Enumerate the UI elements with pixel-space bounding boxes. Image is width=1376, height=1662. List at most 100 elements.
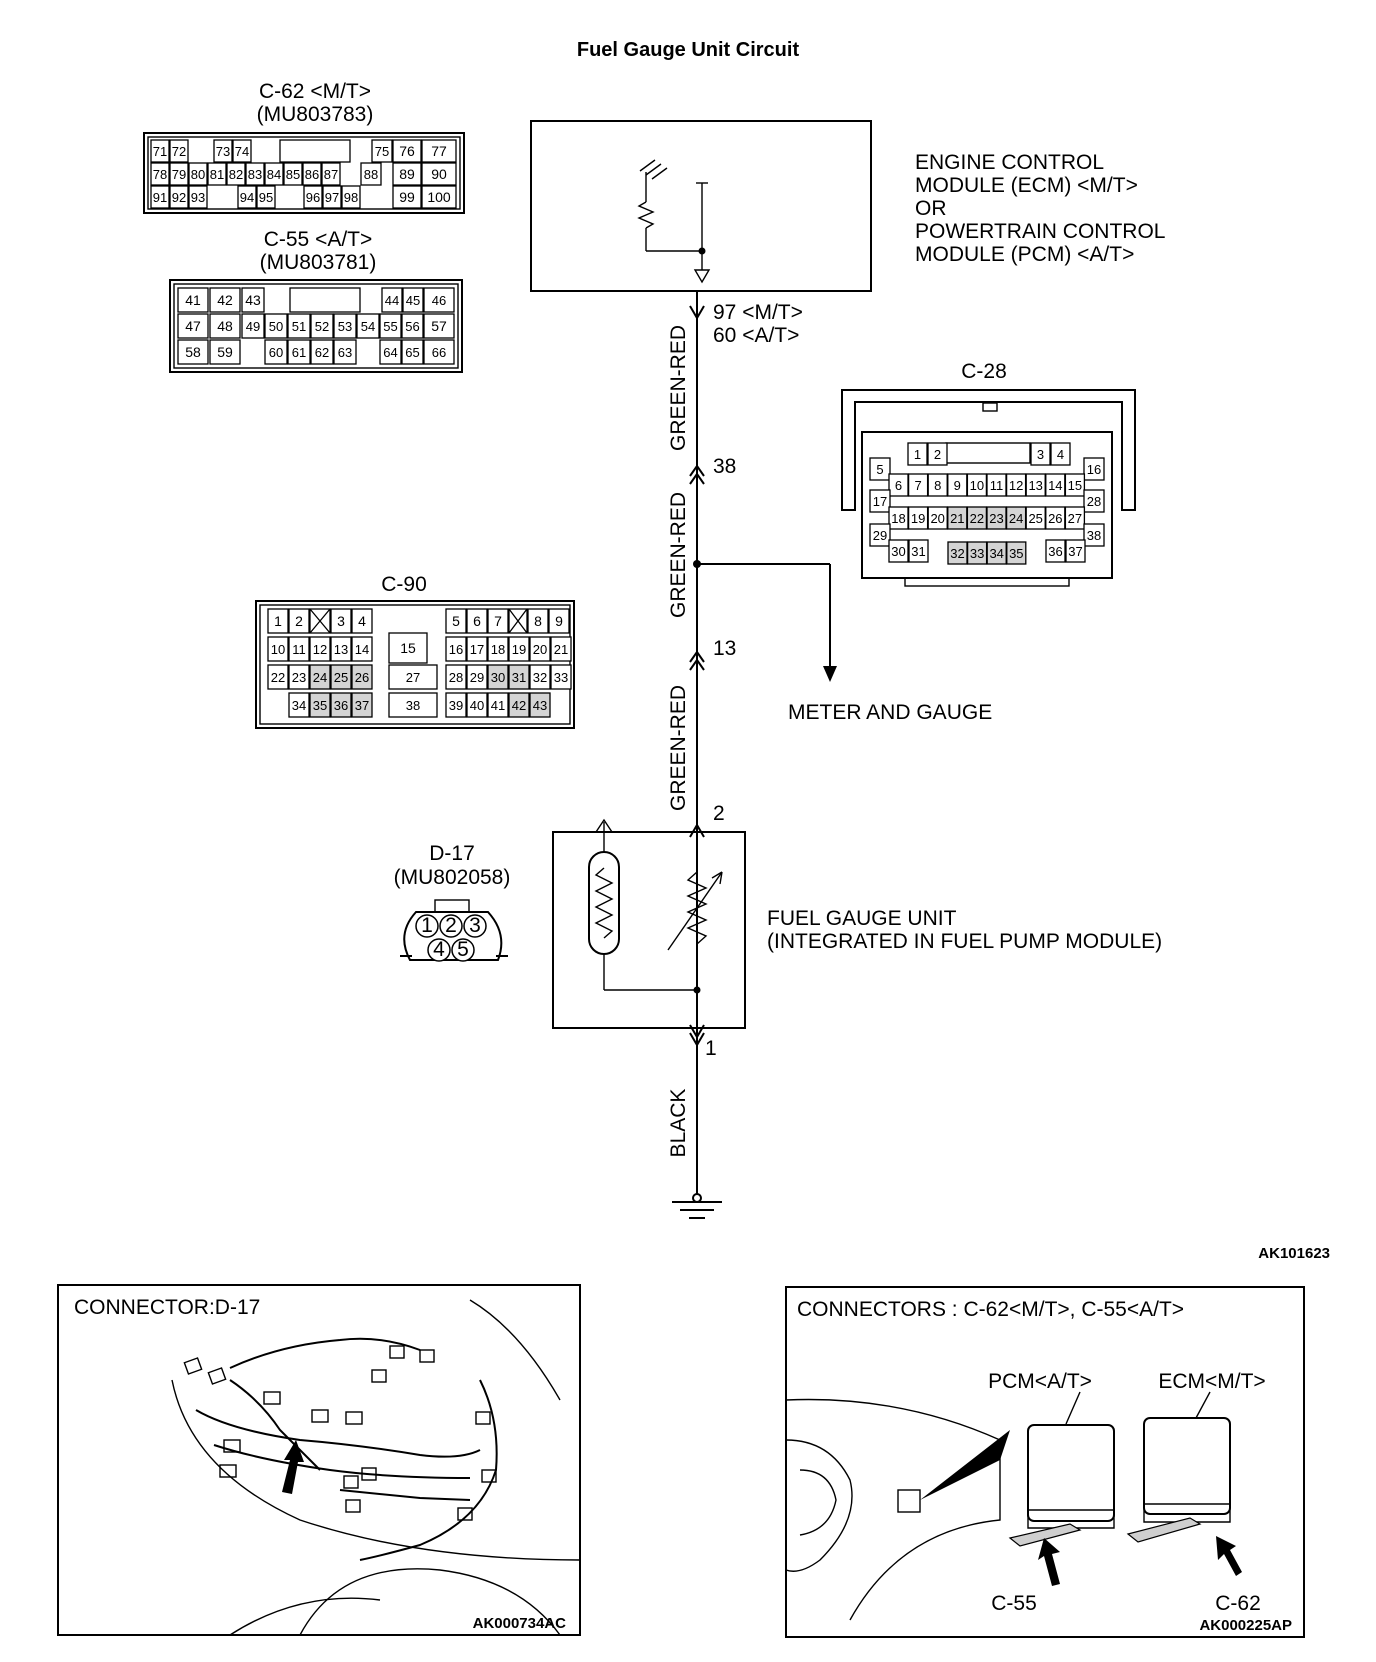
pin-label: 5 xyxy=(876,462,883,477)
location-panel-ecm-title: CONNECTORS : C-62<M/T>, C-55<A/T> xyxy=(797,1298,1184,1321)
ecm-label-line2: MODULE (ECM) <M/T> xyxy=(915,174,1138,197)
pin-label: 74 xyxy=(235,144,249,159)
pin-label: 35 xyxy=(1009,546,1023,561)
pin-label: 76 xyxy=(399,143,415,159)
pin-label: 13 xyxy=(1028,478,1042,493)
pin-cell xyxy=(379,339,402,365)
pin-label: 36 xyxy=(1048,544,1062,559)
pin-cell xyxy=(508,692,530,718)
pin-cell xyxy=(333,339,357,365)
pin-label: 78 xyxy=(153,167,167,182)
pin-label: 4 xyxy=(358,613,366,629)
pin-label: 42 xyxy=(512,698,526,713)
ecm-label-line4: POWERTRAIN CONTROL xyxy=(915,220,1165,243)
pin-cell xyxy=(241,313,265,339)
pin-cell xyxy=(1050,442,1071,466)
pin-cell xyxy=(1083,457,1105,481)
pin-cell xyxy=(487,664,509,690)
pin-label: 93 xyxy=(191,190,205,205)
c62-location-label: C-62 xyxy=(1215,1592,1261,1615)
pin-label: 98 xyxy=(344,190,358,205)
pin-label: 6 xyxy=(895,478,902,493)
pin-label: 87 xyxy=(324,167,338,182)
pin-label: 17 xyxy=(470,642,484,657)
pin-cell xyxy=(1045,539,1066,563)
pin-label: 65 xyxy=(405,345,419,360)
pin-cell xyxy=(330,664,352,690)
pin-cell xyxy=(392,162,422,186)
connector-d17-part: (MU802058) xyxy=(394,866,511,889)
pin-label: 81 xyxy=(210,167,224,182)
pin-cell xyxy=(177,313,209,339)
pin-cell xyxy=(241,287,265,313)
fuel-unit-label-line1: FUEL GAUGE UNIT xyxy=(767,907,957,930)
pin-label: 18 xyxy=(891,511,905,526)
pin-cell xyxy=(487,636,509,662)
pin-cell xyxy=(264,339,288,365)
pin-cell xyxy=(548,608,570,634)
pin-label: 11 xyxy=(990,478,1004,493)
pin-cell xyxy=(466,636,488,662)
pin-cell xyxy=(508,636,530,662)
location-panel-d17-title: CONNECTOR:D-17 xyxy=(74,1296,260,1319)
pin-cell xyxy=(421,162,457,186)
pin-label: 77 xyxy=(431,143,447,159)
pin-label: 33 xyxy=(970,546,984,561)
pin-label: 29 xyxy=(873,528,887,543)
wiring-harness xyxy=(195,1409,481,1458)
connector-c55-part: (MU803781) xyxy=(260,251,377,274)
pin-label: 7 xyxy=(494,613,502,629)
pin-cell xyxy=(309,636,331,662)
pin-cell xyxy=(869,457,891,481)
pin-cell xyxy=(237,185,257,209)
pin-cell xyxy=(177,287,209,313)
pin-label: 33 xyxy=(554,670,568,685)
ground-hatch-icon xyxy=(639,159,668,180)
pin-label: 37 xyxy=(355,698,369,713)
pin-cell xyxy=(177,339,209,365)
pin-label: 35 xyxy=(313,698,327,713)
location-arrow-icon xyxy=(282,1440,304,1494)
pin-cell xyxy=(529,692,551,718)
pin-label: 80 xyxy=(191,167,205,182)
pin-cell xyxy=(466,664,488,690)
pin-label: 10 xyxy=(271,642,285,657)
pin-label: 51 xyxy=(292,319,306,334)
pin-label: 72 xyxy=(172,144,186,159)
pin-label: 30 xyxy=(491,670,505,685)
pin-label: 66 xyxy=(432,345,446,360)
figure-id: AK101623 xyxy=(1258,1245,1330,1262)
pin-cell xyxy=(415,914,439,938)
pin-label: 29 xyxy=(470,670,484,685)
pin-cell xyxy=(529,636,551,662)
pin-label: 88 xyxy=(364,167,378,182)
pin-label: 100 xyxy=(427,189,451,205)
pin-label: 4 xyxy=(433,938,445,961)
pin-cell xyxy=(169,162,189,186)
cavity-blocked-icon xyxy=(309,608,331,634)
pin-cell xyxy=(150,139,170,163)
dashboard-outline xyxy=(785,1398,1001,1621)
pin-label: 1 xyxy=(914,447,921,462)
pin-cell xyxy=(381,287,403,313)
location-panel-d17-frame xyxy=(57,1284,581,1636)
pin-cell xyxy=(245,162,265,186)
pin-label: 7 xyxy=(914,478,921,493)
pin-38-junction-icon xyxy=(689,464,705,485)
pin-label: 53 xyxy=(338,319,352,334)
pin-label: 41 xyxy=(491,698,505,713)
pin-label: 6 xyxy=(473,613,481,629)
connector-c62-name: C-62 <M/T> xyxy=(259,80,371,103)
pin-cell xyxy=(351,664,373,690)
pin-label: 38 xyxy=(1087,528,1101,543)
main-wire: 97 <M/T> 60 <A/T> GREEN-RED 38 GREEN-RED… xyxy=(667,291,992,1219)
pin-label: 99 xyxy=(399,189,415,205)
pin-cell xyxy=(351,636,373,662)
pin-label: 3 xyxy=(469,914,481,937)
terminal-60-at: 60 <A/T> xyxy=(713,324,799,347)
